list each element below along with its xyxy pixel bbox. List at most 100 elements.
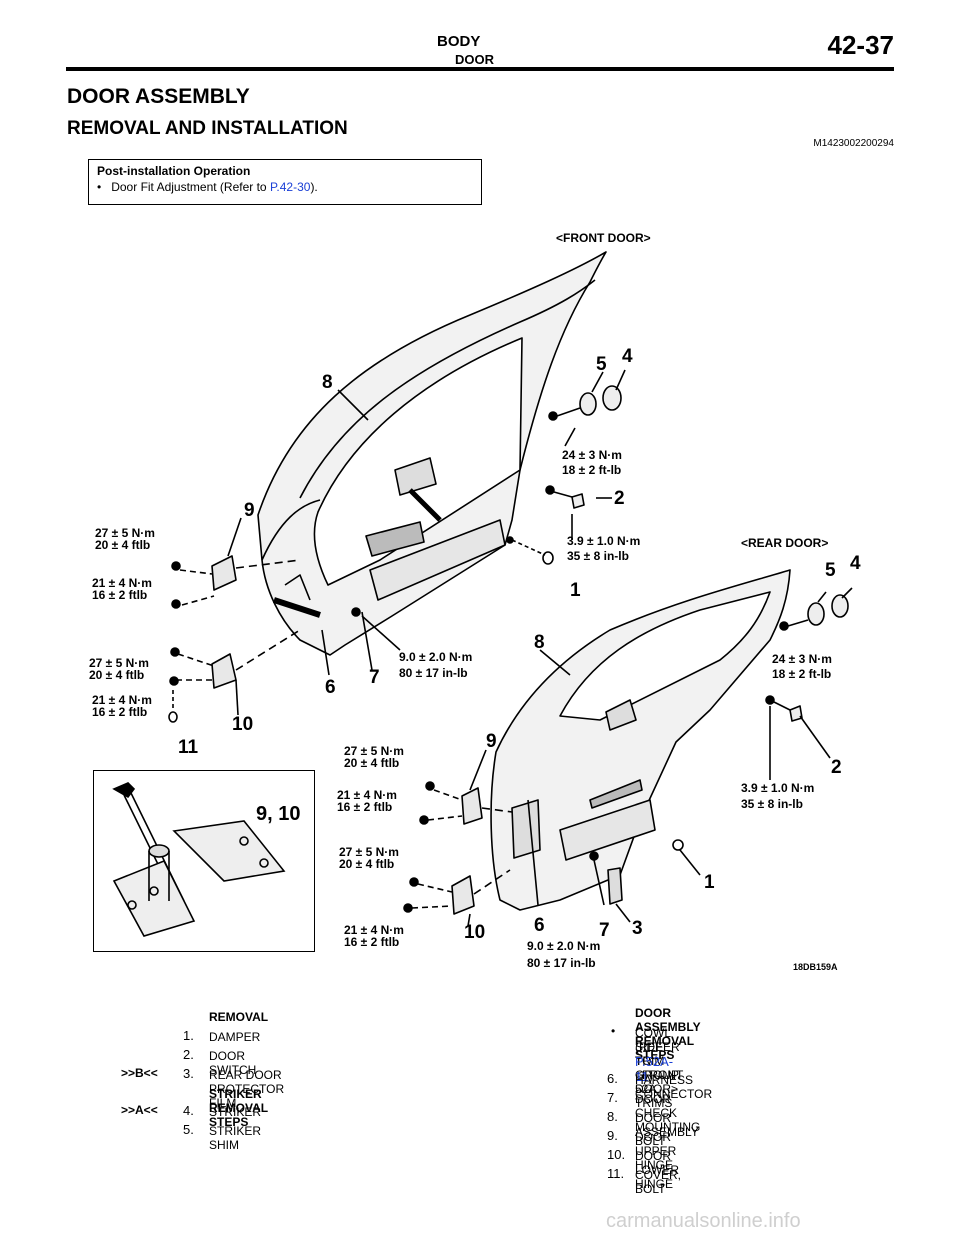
front-callout-2: 2 [614, 488, 625, 509]
door-step-num: 10. [607, 1147, 626, 1162]
rear-door-drawing [490, 569, 791, 911]
striker-item-tag: >>A<< [121, 1103, 158, 1117]
front-callout-7: 7 [369, 667, 380, 688]
removal-heading: REMOVAL [209, 1010, 269, 1024]
door-step-text: DOOR ASSEMBLY [635, 1111, 699, 1139]
header-rule [66, 67, 894, 71]
rear-lower-hinge-torque-1-nm: 27 ± 5 N·m [339, 845, 399, 859]
rear-callout-2: 2 [831, 757, 842, 778]
removal-item-num: 1. [183, 1028, 194, 1043]
bullet: • [611, 1024, 616, 1038]
striker-removal-heading: STRIKER REMOVAL STEPS [209, 1087, 268, 1129]
removal-item-num: 3. [183, 1066, 194, 1081]
front-lower-hinge-torque-1-ftlb: 20 ± 4 ftlb [89, 668, 145, 682]
front-lower-hinge-torque-1-nm: 27 ± 5 N·m [89, 656, 149, 670]
trim-reference-link[interactable]: P.52A-11 [635, 1054, 674, 1084]
front-check-bolt-torque-inlb: 80 ± 17 in-lb [399, 666, 468, 680]
front-striker-torque-ftlb: 18 ± 2 ft-lb [562, 463, 622, 477]
rear-check-bolt-torque-nm: 9.0 ± 2.0 N·m [527, 939, 601, 953]
front-lower-hinge-drawing [168, 647, 237, 723]
subsection-title: DOOR [455, 52, 494, 67]
rear-lower-hinge-torque-2-nm: 21 ± 4 N·m [344, 923, 404, 937]
door-step-num: 8. [607, 1109, 618, 1124]
front-upper-hinge-torque-2-nm: 21 ± 4 N·m [92, 576, 152, 590]
note-heading: Post-installation Operation [97, 164, 251, 178]
front-callout-4: 4 [622, 346, 633, 367]
front-upper-hinge-torque-1-nm: 27 ± 5 N·m [95, 526, 155, 540]
rear-switch-torque-nm: 3.9 ± 1.0 N·m [741, 781, 815, 795]
cowl-trim-line-3: P.52A-11). [635, 1054, 673, 1084]
striker-item-num: 4. [183, 1103, 194, 1118]
door-step-num: 9. [607, 1128, 618, 1143]
rear-callout-4: 4 [850, 553, 861, 574]
rear-striker-torque-ftlb: 18 ± 2 ft-lb [772, 667, 832, 681]
cowl-trim-line-1: COWL SIDE TRIM <FRONT DOOR> [635, 1026, 684, 1096]
note-item-end: ). [310, 180, 318, 194]
front-upper-hinge-drawing [171, 555, 237, 609]
rear-upper-hinge-torque-2-ftlb: 16 ± 2 ftlb [337, 800, 393, 814]
page-number: 42-37 [827, 30, 895, 60]
page-title: DOOR ASSEMBLY [67, 85, 250, 108]
removal-item-text: DAMPER [209, 1030, 261, 1044]
cowl-trim-line-2: (REFER TO GROUP 52A, TRIMS [635, 1040, 680, 1110]
rear-striker-torque-nm: 24 ± 3 N·m [772, 652, 832, 666]
front-callout-11: 11 [178, 737, 199, 758]
front-callout-9: 9 [244, 500, 255, 521]
front-striker-drawing [511, 385, 622, 565]
door-step-text: DOOR LOWER HINGE [635, 1149, 680, 1191]
door-step-num: 6. [607, 1071, 618, 1086]
rear-callout-1: 1 [704, 872, 715, 893]
post-installation-note: Post-installation Operation • Door Fit A… [88, 159, 482, 205]
rear-callout-9: 9 [486, 731, 497, 752]
front-door-label: <FRONT DOOR> [556, 231, 651, 245]
hinge-detail-drawing [112, 782, 286, 937]
front-lower-hinge-torque-2-nm: 21 ± 4 N·m [92, 693, 152, 707]
inset-label: 9, 10 [256, 803, 301, 825]
front-callout-10: 10 [232, 714, 254, 735]
door-step-text: HARNESS CONNECTOR [635, 1073, 713, 1101]
front-upper-hinge-torque-2-ftlb: 16 ± 2 ftlb [92, 588, 148, 602]
rear-callout-3: 3 [632, 918, 643, 939]
reference-link[interactable]: P.42-30 [269, 180, 311, 194]
front-switch-torque-nm: 3.9 ± 1.0 N·m [567, 534, 641, 548]
front-callout-8: 8 [322, 372, 333, 393]
front-callout-5: 5 [596, 354, 607, 375]
rear-callout-10: 10 [464, 922, 486, 943]
watermark: carmanualsonline.info [606, 1210, 801, 1232]
removal-item-text: REAR DOOR PROTECTOR FILM [209, 1068, 285, 1110]
front-check-bolt-torque-nm: 9.0 ± 2.0 N·m [399, 650, 473, 664]
front-callout-1: 1 [570, 580, 581, 601]
striker-item-text: STRIKER SHIM [209, 1124, 262, 1152]
door-steps-heading: DOOR ASSEMBLY REMOVAL STEPS [635, 1006, 701, 1062]
removal-item-text: DOOR SWITCH [209, 1049, 257, 1077]
rear-lower-hinge-torque-1-ftlb: 20 ± 4 ftlb [339, 857, 395, 871]
rear-callout-8: 8 [534, 632, 545, 653]
note-item: • Door Fit Adjustment (Refer to P.42-30)… [97, 180, 473, 194]
cowl-trim-end: ). [648, 1069, 657, 1084]
rear-callout-6: 6 [534, 915, 545, 936]
figure-code: 18DB159A [793, 962, 838, 972]
note-item-text: Door Fit Adjustment (Refer to [111, 180, 270, 194]
bullet: • [97, 180, 102, 194]
rear-lower-hinge-drawing [403, 875, 475, 915]
front-striker-torque-nm: 24 ± 3 N·m [562, 448, 622, 462]
page-subtitle: REMOVAL AND INSTALLATION [67, 118, 348, 139]
front-lower-hinge-torque-2-ftlb: 16 ± 2 ftlb [92, 705, 148, 719]
door-step-text: DOOR UPPER HINGE [635, 1130, 677, 1172]
front-door-drawing [257, 251, 607, 656]
rear-callout-5: 5 [825, 560, 836, 581]
striker-item-text: STRIKER [209, 1105, 262, 1119]
door-step-text: DOOR CHECK MOUNTING BOLT [635, 1092, 701, 1148]
rear-callout-7: 7 [599, 920, 610, 941]
rear-door-label: <REAR DOOR> [741, 536, 829, 550]
rear-lower-hinge-torque-2-ftlb: 16 ± 2 ftlb [344, 935, 400, 949]
rear-upper-hinge-torque-1-nm: 27 ± 5 N·m [344, 744, 404, 758]
front-upper-hinge-torque-1-ftlb: 20 ± 4 ftlb [95, 538, 151, 552]
rear-upper-hinge-drawing [419, 781, 483, 825]
rear-upper-hinge-torque-2-nm: 21 ± 4 N·m [337, 788, 397, 802]
front-switch-torque-inlb: 35 ± 8 in-lb [567, 549, 629, 563]
door-step-text: COVER, BOLT [635, 1168, 682, 1196]
door-step-num: 11. [607, 1166, 625, 1181]
hinge-detail-inset [93, 770, 315, 952]
removal-item-tag: >>B<< [121, 1066, 158, 1080]
